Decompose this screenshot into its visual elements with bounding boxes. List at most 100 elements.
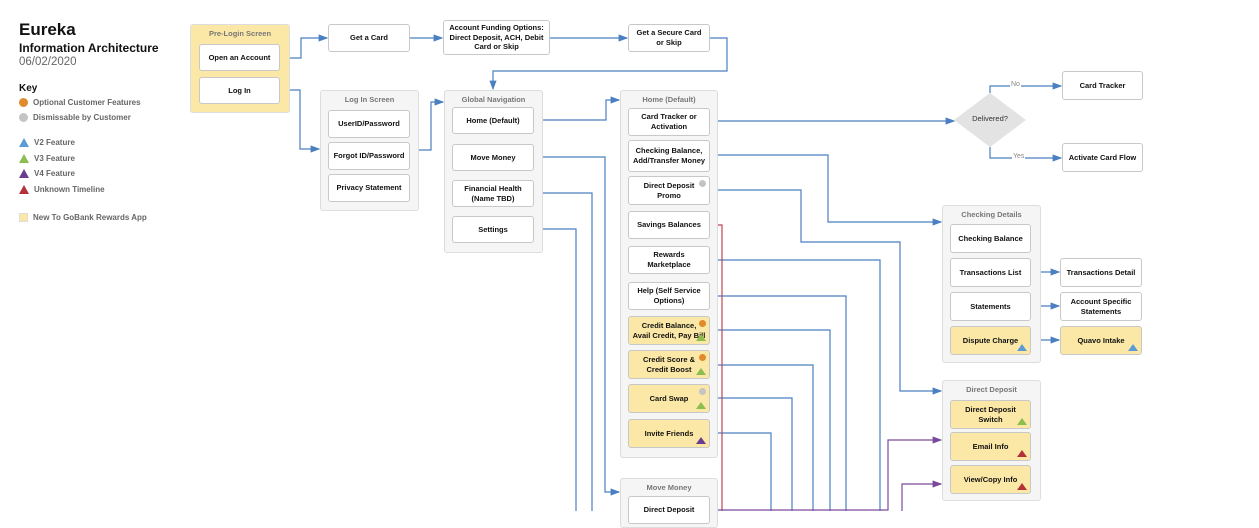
optional-dot-icon	[699, 320, 706, 327]
green-triangle-icon	[19, 154, 29, 163]
connector	[279, 34, 329, 59]
node-label: View/Copy Info	[963, 474, 1018, 484]
node-checking-balance[interactable]: Checking Balance, Add/Transfer Money	[628, 140, 710, 172]
node-card-tracker[interactable]: Card Tracker	[1062, 71, 1143, 100]
red-triangle-icon	[19, 185, 29, 194]
group-label: Global Navigation	[461, 95, 526, 104]
key-v3: V3 Feature	[19, 154, 75, 163]
node-invite-friends[interactable]: Invite Friends	[628, 419, 710, 448]
node-account-statements[interactable]: Account Specific Statements	[1060, 292, 1142, 321]
connector	[709, 259, 881, 511]
node-quavo-intake[interactable]: Quavo Intake	[1060, 326, 1142, 355]
connector	[409, 98, 445, 151]
v2-triangle-icon	[1128, 344, 1138, 351]
node-rewards-marketplace[interactable]: Rewards Marketplace	[628, 246, 710, 274]
node-forgot-id[interactable]: Forgot ID/Password	[328, 142, 410, 170]
node-userid-password[interactable]: UserID/Password	[328, 110, 410, 138]
node-funding-options[interactable]: Account Funding Options: Direct Deposit,…	[443, 20, 550, 55]
dismissable-dot-icon	[699, 388, 706, 395]
key-new: New To GoBank Rewards App	[19, 213, 147, 222]
key-unknown: Unknown Timeline	[19, 185, 105, 194]
connector	[709, 364, 814, 511]
key-v2: V2 Feature	[19, 138, 75, 147]
node-log-in[interactable]: Log In	[199, 77, 280, 104]
node-label: Card Swap	[649, 393, 689, 403]
purple-triangle-icon	[19, 169, 29, 178]
node-move-money-direct-deposit[interactable]: Direct Deposit	[628, 496, 710, 524]
v3-triangle-icon	[696, 334, 706, 341]
node-credit-score[interactable]: Credit Score & Credit Boost	[628, 350, 710, 379]
label-no: No	[1010, 81, 1021, 88]
key-label: Unknown Timeline	[34, 185, 105, 194]
node-label: Direct Deposit Promo	[643, 180, 695, 200]
node-transactions-detail[interactable]: Transactions Detail	[1060, 258, 1142, 287]
node-savings-balances[interactable]: Savings Balances	[628, 211, 710, 239]
node-view-copy-info[interactable]: View/Copy Info	[950, 465, 1031, 494]
group-label: Direct Deposit	[966, 385, 1017, 394]
node-card-swap[interactable]: Card Swap	[628, 384, 710, 413]
node-email-info[interactable]: Email Info	[950, 432, 1031, 461]
label-yes: Yes	[1012, 153, 1026, 160]
diagram-date: 06/02/2020	[19, 56, 77, 68]
unknown-triangle-icon	[1017, 483, 1027, 490]
connector	[533, 228, 577, 511]
node-direct-deposit-promo[interactable]: Direct Deposit Promo	[628, 176, 710, 205]
key-label: V4 Feature	[34, 169, 75, 178]
diagram-subtitle: Information Architecture	[19, 41, 159, 55]
node-label: Credit Balance, Avail Credit, Pay Bill	[632, 320, 706, 340]
orange-dot-icon	[19, 98, 28, 107]
node-direct-deposit-switch[interactable]: Direct Deposit Switch	[950, 400, 1031, 429]
key-dismissable: Dismissable by Customer	[19, 113, 131, 122]
blue-triangle-icon	[19, 138, 29, 147]
connector	[533, 156, 621, 496]
decision-delivered: Delivered?	[954, 93, 1026, 147]
node-get-card[interactable]: Get a Card	[328, 24, 410, 52]
node-nav-financial-health[interactable]: Financial Health (Name TBD)	[452, 180, 534, 207]
node-nav-move-money[interactable]: Move Money	[452, 144, 534, 171]
key-label: New To GoBank Rewards App	[33, 213, 147, 222]
node-dispute-charge[interactable]: Dispute Charge	[950, 326, 1031, 355]
node-help[interactable]: Help (Self Service Options)	[628, 282, 710, 310]
node-card-tracker-activation[interactable]: Card Tracker or Activation	[628, 108, 710, 136]
node-transactions-list[interactable]: Transactions List	[950, 258, 1031, 287]
yellow-square-icon	[19, 213, 28, 222]
node-label: Credit Score & Credit Boost	[642, 354, 696, 374]
key-optional: Optional Customer Features	[19, 98, 141, 107]
node-label: Direct Deposit Switch	[965, 404, 1016, 424]
connector	[709, 397, 793, 511]
key-label: V3 Feature	[34, 154, 75, 163]
v3-triangle-icon	[696, 402, 706, 409]
v3-triangle-icon	[696, 368, 706, 375]
unknown-triangle-icon	[1017, 450, 1027, 457]
optional-dot-icon	[699, 354, 706, 361]
connector	[709, 189, 943, 395]
group-label: Move Money	[646, 483, 692, 492]
diagram-title: Eureka	[19, 20, 76, 39]
node-credit-balance[interactable]: Credit Balance, Avail Credit, Pay Bill	[628, 316, 710, 345]
node-privacy-statement[interactable]: Privacy Statement	[328, 174, 410, 202]
gray-dot-icon	[19, 113, 28, 122]
key-label: Dismissable by Customer	[33, 113, 131, 122]
connector	[989, 82, 1063, 93]
node-label: Dispute Charge	[962, 335, 1019, 345]
dismissable-dot-icon	[699, 180, 706, 187]
key-v4: V4 Feature	[19, 169, 75, 178]
node-label: Invite Friends	[644, 428, 694, 438]
connector-v4	[709, 436, 943, 511]
connectors	[279, 34, 1063, 511]
node-nav-home[interactable]: Home (Default)	[452, 107, 534, 134]
connector	[489, 37, 728, 91]
node-statements[interactable]: Statements	[950, 292, 1031, 321]
node-checking-balance-detail[interactable]: Checking Balance	[950, 224, 1031, 253]
key-title: Key	[19, 83, 38, 94]
node-open-account[interactable]: Open an Account	[199, 44, 280, 71]
node-secure-card[interactable]: Get a Secure Card or Skip	[628, 24, 710, 52]
connector	[533, 96, 621, 121]
node-activate-card-flow[interactable]: Activate Card Flow	[1062, 143, 1143, 172]
connector	[533, 192, 593, 511]
node-nav-settings[interactable]: Settings	[452, 216, 534, 243]
v2-triangle-icon	[1017, 344, 1027, 351]
node-label: Email Info	[972, 441, 1009, 451]
group-label: Checking Details	[961, 210, 1022, 219]
key-label: Optional Customer Features	[33, 98, 141, 107]
